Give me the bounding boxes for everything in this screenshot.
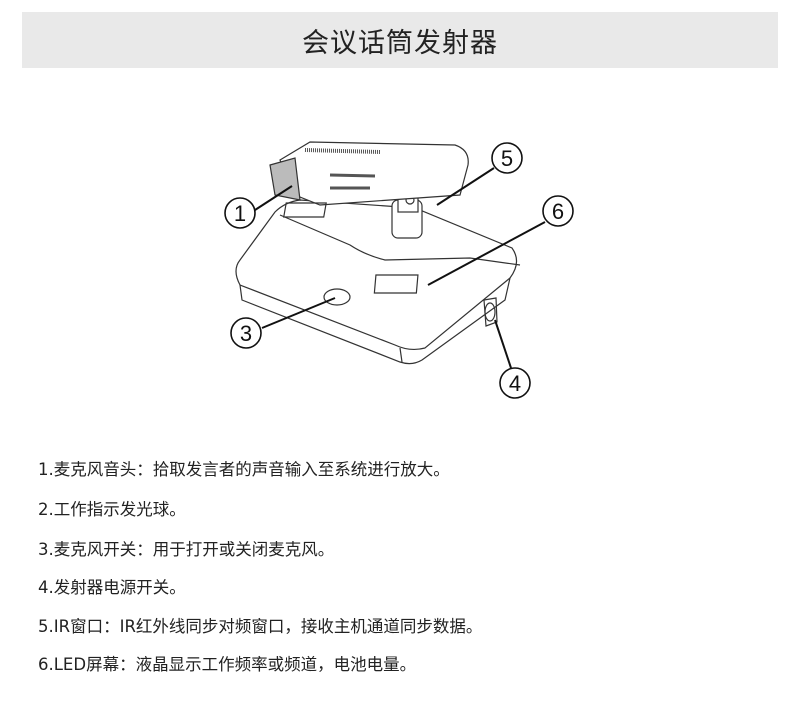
- microphone-head: [269, 141, 469, 239]
- description-5: 5.IR窗口：IR红外线同步对频窗口，接收主机通道同步数据。: [38, 617, 483, 636]
- callout-label-4: 4: [509, 371, 521, 396]
- description-6: 6.LED屏幕：液晶显示工作频率或频道，电池电量。: [38, 655, 417, 674]
- callout-4: [499, 367, 531, 399]
- description-3: 3.麦克风开关：用于打开或关闭麦克风。: [38, 540, 335, 559]
- description-4: 4.发射器电源开关。: [38, 578, 186, 597]
- power-switch: [484, 302, 496, 322]
- callout-label-1: 1: [234, 201, 246, 226]
- callout-label-3: 3: [240, 321, 252, 346]
- title-bar: 会议话筒发射器: [22, 12, 778, 68]
- description-1: 1.麦克风音头：拾取发言者的声音输入至系统进行放大。: [38, 460, 450, 479]
- base-unit: [235, 199, 521, 365]
- callout-1: [224, 197, 256, 229]
- transmitter-diagram: 1 5 6 3 4: [224, 141, 574, 399]
- page-title: 会议话筒发射器: [302, 27, 498, 59]
- mic-switch-button: [323, 288, 351, 306]
- callout-3: [230, 317, 262, 349]
- callout-lines: [254, 167, 546, 369]
- callout-label-5: 5: [501, 146, 513, 171]
- led-screen: [373, 274, 419, 294]
- callout-6: [542, 195, 574, 227]
- description-2: 2.工作指示发光球。: [38, 500, 186, 519]
- callout-5: [491, 142, 523, 174]
- callout-label-6: 6: [552, 199, 564, 224]
